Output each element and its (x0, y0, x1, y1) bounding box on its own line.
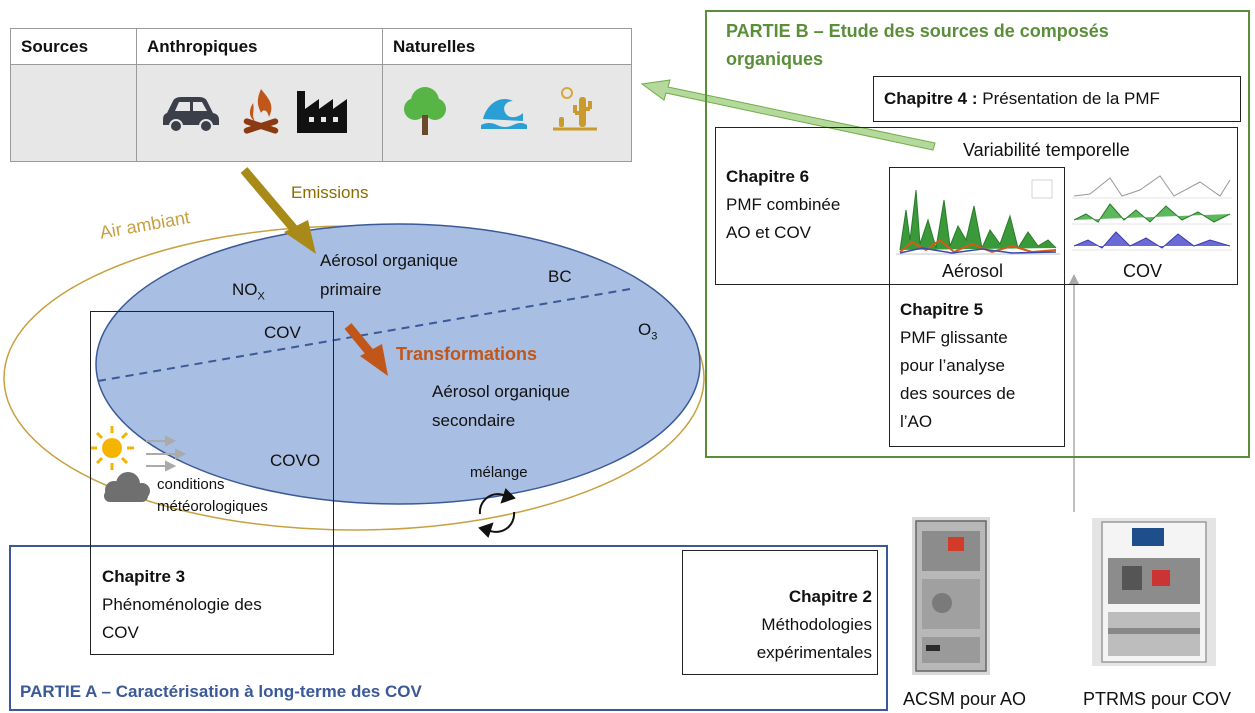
instrument-link-arrow (1069, 274, 1079, 512)
mixing-icon (478, 488, 516, 538)
partie-b-frame (705, 10, 1250, 458)
sources-cell (11, 65, 137, 161)
chapter-2-title: Chapitre 2 (788, 587, 872, 606)
wind-arrows-icon (146, 435, 187, 472)
wave-icon (481, 99, 527, 129)
chapter-5-line-2: pour l’analyse (900, 356, 1005, 375)
partie-a-title: PARTIE A – Caractérisation à long-terme … (20, 682, 422, 701)
acsm-instrument-photo (912, 517, 990, 675)
weather-label-2: météorologiques (157, 498, 268, 515)
chapter-6-box (715, 127, 1238, 285)
anthropic-cell (137, 65, 383, 161)
aerosol-timeseries-thumbnail (892, 170, 1062, 256)
fire-icon (243, 89, 279, 134)
chapter-3-line-2: COV (102, 623, 139, 642)
chapter-6-line-1: PMF combinée (726, 195, 841, 214)
aerosol-label: Aérosol (942, 261, 1004, 281)
cov-timeseries-thumbnail (1070, 170, 1234, 256)
emissions-arrow (240, 167, 316, 254)
sun-icon (90, 426, 134, 470)
chapter-2-line-1: Méthodologies (761, 615, 872, 634)
factory-icon (297, 91, 347, 133)
chapter-5-line-1: PMF glissante (900, 328, 1008, 347)
chapter-6-line-2: AO et COV (726, 223, 812, 242)
bc-label: BC (548, 267, 572, 286)
acsm-label: ACSM pour AO (903, 689, 1027, 709)
car-icon (163, 97, 219, 133)
partie-b-title-1: PARTIE B – Etude des sources de composés (726, 21, 1109, 41)
chapter-2-line-2: expérimentales (756, 643, 872, 662)
ptrms-instrument-photo (1092, 518, 1216, 666)
chapter-3-title: Chapitre 3 (102, 567, 186, 586)
transformations-label: Transformations (396, 344, 538, 364)
sources-header: Sources (11, 29, 137, 65)
cov-label: COV (264, 323, 301, 342)
chapter-4-box (873, 76, 1241, 122)
desert-cactus-icon (553, 87, 597, 131)
aerosol-ellipse (95, 223, 701, 505)
mixing-label: mélange (470, 464, 528, 481)
sources-table: Sources Anthropiques Naturelles (10, 28, 632, 162)
chapter-5-box (889, 167, 1065, 447)
cloud-icon (104, 472, 150, 502)
tree-icon (404, 87, 446, 135)
nox-label: NOX (232, 280, 265, 303)
partie-a-frame (9, 545, 888, 711)
chapter-5-title: Chapitre 5 (900, 300, 984, 319)
ptrms-label: PTRMS pour COV (1083, 689, 1232, 709)
chapter-2-box (682, 550, 878, 675)
anthropic-icons (163, 89, 347, 134)
cov-thumbnail-label: COV (1123, 261, 1163, 281)
primary-oa-label-2: primaire (320, 280, 382, 299)
partie-b-to-sources-arrow (640, 79, 936, 151)
primary-oa-label-1: Aérosol organique (320, 251, 458, 270)
chapter-4-label: Chapitre 4 : Présentation de la PMF (884, 89, 1160, 108)
chapter-3-box (90, 311, 334, 655)
weather-label-1: conditions (157, 476, 225, 493)
secondary-oa-label-1: Aérosol organique (432, 382, 570, 401)
emissions-label: Emissions (291, 183, 369, 202)
natural-header: Naturelles (383, 29, 631, 65)
o3-label: O3 (638, 320, 658, 343)
natural-cell (383, 65, 631, 161)
chapter-3-line-1: Phénoménologie des (102, 595, 262, 614)
chapter-5-line-3: des sources de (900, 384, 1016, 403)
chapter-6-title: Chapitre 6 (726, 167, 810, 186)
natural-icons (404, 87, 597, 135)
covo-label: COVO (270, 451, 321, 470)
chapter-5-line-4: l’AO (900, 412, 933, 431)
partie-b-title-2: organiques (726, 49, 824, 69)
primary-secondary-divider (97, 288, 631, 382)
anthropic-header: Anthropiques (137, 29, 383, 65)
transformations-arrow (344, 323, 388, 376)
variability-label: Variabilité temporelle (963, 140, 1130, 160)
secondary-oa-label-2: secondaire (432, 411, 516, 430)
